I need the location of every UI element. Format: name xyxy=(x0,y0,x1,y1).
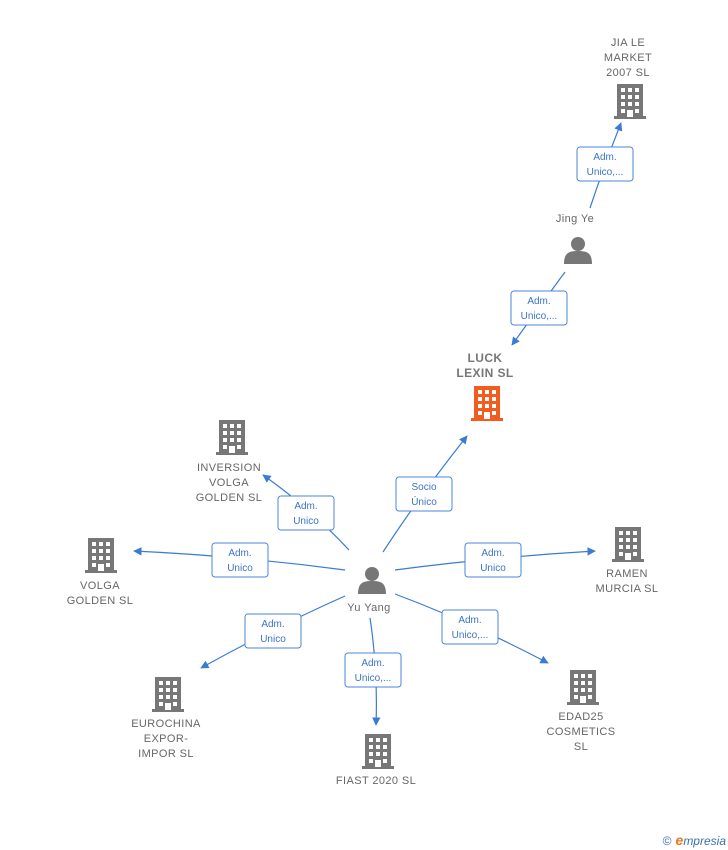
building-icon xyxy=(216,420,248,455)
building-icon xyxy=(85,538,117,573)
node-jia-le[interactable]: JIA LE MARKET 2007 SL xyxy=(604,37,652,119)
edge-label-jing_ye-to-jia_le[interactable]: Adm. Unico,... xyxy=(576,146,634,182)
edge-label-line: Unico,... xyxy=(452,630,489,641)
person-icon xyxy=(564,237,592,264)
node-ramen[interactable]: RAMEN MURCIA SL xyxy=(596,527,659,595)
node-label-line: IMPOR SL xyxy=(138,748,194,760)
edge-label-line: Adm. xyxy=(458,615,481,626)
edge-label-line: Unico xyxy=(480,563,506,574)
edge-label-yu_yang-to-ramen[interactable]: Adm. Unico xyxy=(464,542,522,578)
node-jing-ye[interactable]: Jing Ye xyxy=(556,213,594,264)
building-icon xyxy=(362,734,394,769)
edge-label-box xyxy=(211,542,269,578)
node-label-line: Jing Ye xyxy=(556,213,594,225)
node-label-line: MURCIA SL xyxy=(596,583,659,595)
node-volga[interactable]: VOLGA GOLDEN SL xyxy=(67,538,134,607)
node-label-line: EDAD25 xyxy=(558,711,603,723)
edge-label-yu_yang-to-fiast[interactable]: Adm. Unico,... xyxy=(344,652,402,688)
edge-label-line: Unico,... xyxy=(521,311,558,322)
edge-label-line: Adm. xyxy=(228,548,251,559)
edge-label-yu_yang-to-volga[interactable]: Adm. Unico xyxy=(211,542,269,578)
edge-label-box xyxy=(344,652,402,688)
node-eurochina[interactable]: EUROCHINA EXPOR- IMPOR SL xyxy=(131,677,201,760)
edge-label-line: Unico xyxy=(293,516,319,527)
edge-label-line: Adm. xyxy=(361,658,384,669)
node-label-line: Yu Yang xyxy=(347,602,390,614)
person-icon xyxy=(358,567,386,594)
edge-label-box xyxy=(277,495,335,531)
node-label-line: EUROCHINA xyxy=(131,718,201,730)
node-label-line: COSMETICS xyxy=(547,726,616,738)
node-label-line: JIA LE xyxy=(611,37,645,49)
edge-label-line: Adm. xyxy=(481,548,504,559)
brand-name: mpresia xyxy=(683,834,726,848)
edge-label-box xyxy=(244,613,302,649)
edge-label-box xyxy=(464,542,522,578)
copyright-symbol: © xyxy=(662,834,672,848)
edge-label-line: Adm. xyxy=(294,501,317,512)
edge-label-line: Unico,... xyxy=(355,673,392,684)
node-label-line: RAMEN xyxy=(606,568,648,580)
node-label-line: GOLDEN SL xyxy=(67,595,134,607)
node-label-line: 2007 SL xyxy=(606,67,650,79)
node-fiast[interactable]: FIAST 2020 SL xyxy=(336,734,416,787)
node-inversion[interactable]: INVERSION VOLGA GOLDEN SL xyxy=(196,420,263,504)
building-icon xyxy=(614,84,646,119)
building-icon xyxy=(612,527,644,562)
edge-label-box xyxy=(395,476,453,512)
edge-label-box xyxy=(576,146,634,182)
brand-watermark: ©empresia xyxy=(663,832,726,848)
node-label-line: VOLGA xyxy=(209,477,249,489)
edge-label-line: Adm. xyxy=(261,619,284,630)
edge-label-line: Único xyxy=(411,495,437,508)
edge-label-line: Unico xyxy=(260,634,286,645)
edges-layer xyxy=(133,122,623,726)
node-label-line: FIAST 2020 SL xyxy=(336,775,416,787)
edge-label-line: Socio xyxy=(411,482,436,493)
node-label-line: MARKET xyxy=(604,52,652,64)
node-label-line: VOLGA xyxy=(80,580,120,592)
node-label-line: GOLDEN SL xyxy=(196,492,263,504)
node-label-line: SL xyxy=(574,741,588,753)
building-icon xyxy=(471,386,503,421)
edge-label-yu_yang-to-inversion[interactable]: Adm. Unico xyxy=(277,495,335,531)
edge-labels-layer: Adm.Unico,...Adm.Unico,...SocioÚnicoAdm.… xyxy=(211,146,634,688)
node-label-line: EXPOR- xyxy=(144,733,189,745)
building-icon xyxy=(567,670,599,705)
node-label-line: LEXIN SL xyxy=(456,366,513,380)
edge-label-line: Unico,... xyxy=(587,167,624,178)
brand-logo-e: e xyxy=(675,832,684,848)
node-label-line: INVERSION xyxy=(197,462,261,474)
edge-label-line: Adm. xyxy=(593,152,616,163)
edge-label-jing_ye-to-luck_lexin[interactable]: Adm. Unico,... xyxy=(510,290,568,326)
edge-label-yu_yang-to-eurochina[interactable]: Adm. Unico xyxy=(244,613,302,649)
node-label-line: LUCK xyxy=(468,351,503,365)
edge-label-line: Adm. xyxy=(527,296,550,307)
edge-label-box xyxy=(510,290,568,326)
node-yu-yang[interactable]: Yu Yang xyxy=(347,567,390,614)
edge-label-yu_yang-to-edad25[interactable]: Adm. Unico,... xyxy=(441,609,499,645)
building-icon xyxy=(152,677,184,712)
edge-label-line: Unico xyxy=(227,563,253,574)
edge-label-box xyxy=(441,609,499,645)
